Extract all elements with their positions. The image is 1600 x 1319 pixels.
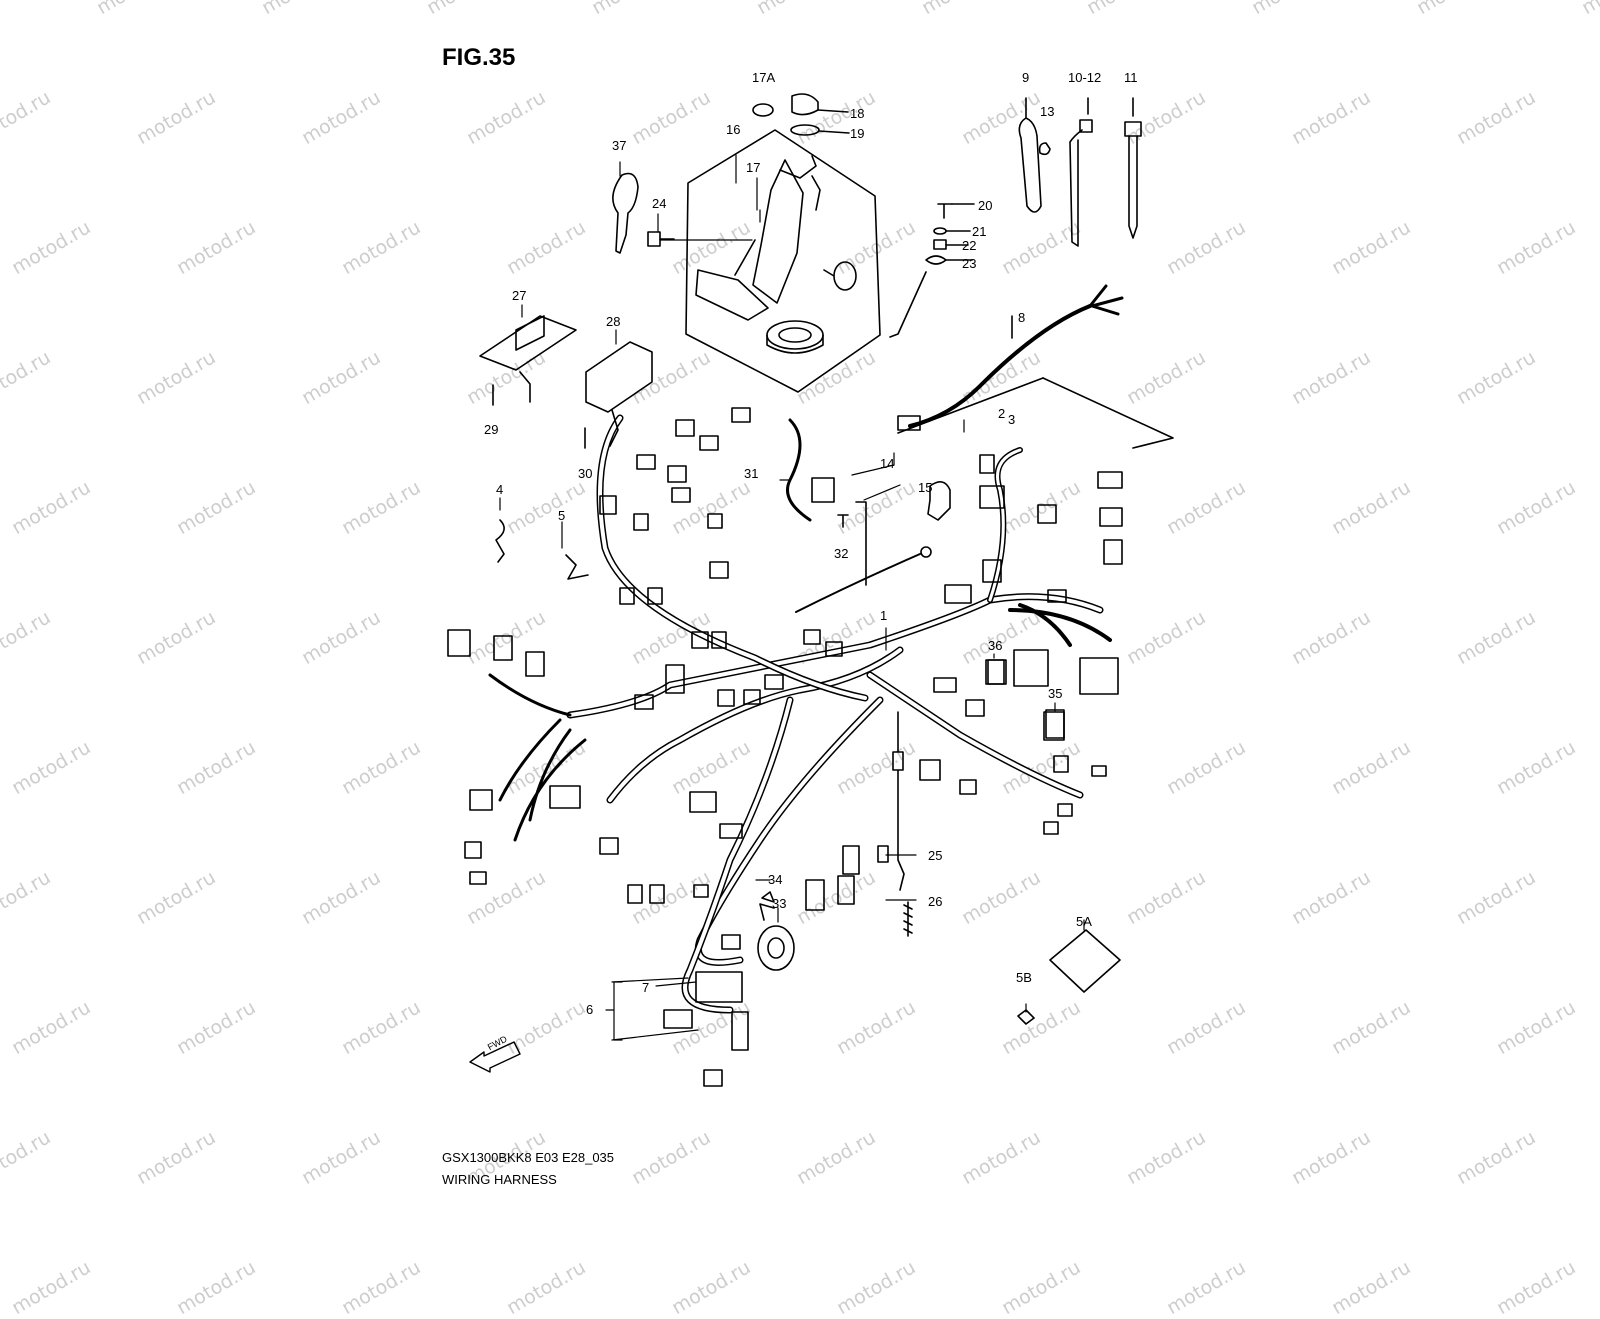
callout-9: 9 (1022, 70, 1030, 85)
leader-lines (499, 154, 1085, 1041)
wiring-harness-drawing (447, 93, 1174, 1087)
connectors (447, 407, 1123, 1087)
watermark-text: motod.ru (832, 1256, 920, 1319)
seal-parts (752, 93, 850, 136)
ignition-switch-group (685, 129, 881, 393)
callout-5a: 5A (1076, 914, 1092, 929)
callout-14: 14 (880, 456, 895, 471)
figure-code: GSX1300BKK8 E03 E28_035 (442, 1150, 615, 1165)
watermark-text: motod.ru (7, 1256, 95, 1319)
small-parts (495, 481, 1065, 971)
callout-3: 3 (1008, 412, 1016, 427)
watermark-text: motod.ru (337, 1256, 425, 1319)
cable-straps (1018, 97, 1142, 247)
manual-parts (1017, 929, 1121, 1025)
callout-28: 28 (606, 314, 621, 329)
watermark-text: motod.ru (997, 1256, 1085, 1319)
figure-subtitle: WIRING HARNESS (442, 1172, 557, 1187)
callout-33: 33 (772, 896, 787, 911)
callout-24: 24 (652, 196, 667, 211)
key-37 (612, 172, 639, 254)
callout-32: 32 (834, 546, 849, 561)
callout-29: 29 (484, 422, 499, 437)
callout-36: 36 (988, 638, 1003, 653)
callout-26: 26 (928, 894, 943, 909)
callout-13: 13 (1040, 104, 1055, 119)
sub-harness-8 (897, 284, 1174, 449)
callout-34: 34 (768, 872, 783, 887)
callout-6: 6 (586, 1002, 594, 1017)
callout-15: 15 (918, 480, 933, 495)
callout-22: 22 (962, 238, 977, 253)
watermark-text: motod.ru (502, 1256, 590, 1319)
callout-35: 35 (1048, 686, 1063, 701)
callout-30: 30 (578, 466, 593, 481)
callout-11: 11 (1124, 70, 1138, 85)
relays (479, 315, 653, 449)
callout-2: 2 (998, 406, 1006, 421)
figure-title: FIG.35 (442, 44, 516, 71)
watermark-text: motod.ru (667, 1256, 755, 1319)
watermark-text: motod.ru (1162, 1256, 1250, 1319)
callout-19: 19 (850, 126, 865, 141)
callout-31: 31 (744, 466, 759, 481)
callout-18: 18 (850, 106, 865, 121)
callout-5: 5 (558, 508, 566, 523)
callout-25: 25 (928, 848, 943, 863)
watermark-text: motod.ru (1492, 1256, 1580, 1319)
mount-hardware (889, 203, 975, 338)
callout-27: 27 (512, 288, 527, 303)
callout-4: 4 (496, 482, 504, 497)
callout-23: 23 (962, 256, 977, 271)
callout-8: 8 (1018, 310, 1026, 325)
main-harness-1 (488, 414, 1112, 1014)
callout-20: 20 (978, 198, 993, 213)
callout-37: 37 (612, 138, 627, 153)
callout-17a: 17A (752, 70, 776, 85)
watermark-text: motod.ru (1327, 1256, 1415, 1319)
watermark-text: motod.ru (172, 1256, 260, 1319)
callout-10-12: 10-12 (1068, 70, 1102, 85)
screw-24 (647, 231, 675, 247)
callout-7: 7 (642, 980, 650, 995)
fwd-arrow-icon (469, 1041, 521, 1073)
callout-17: 17 (746, 160, 761, 175)
callout-16: 16 (726, 122, 741, 137)
callout-1: 1 (880, 608, 888, 623)
callout-5b: 5B (1016, 970, 1032, 985)
callout-21: 21 (972, 224, 987, 239)
